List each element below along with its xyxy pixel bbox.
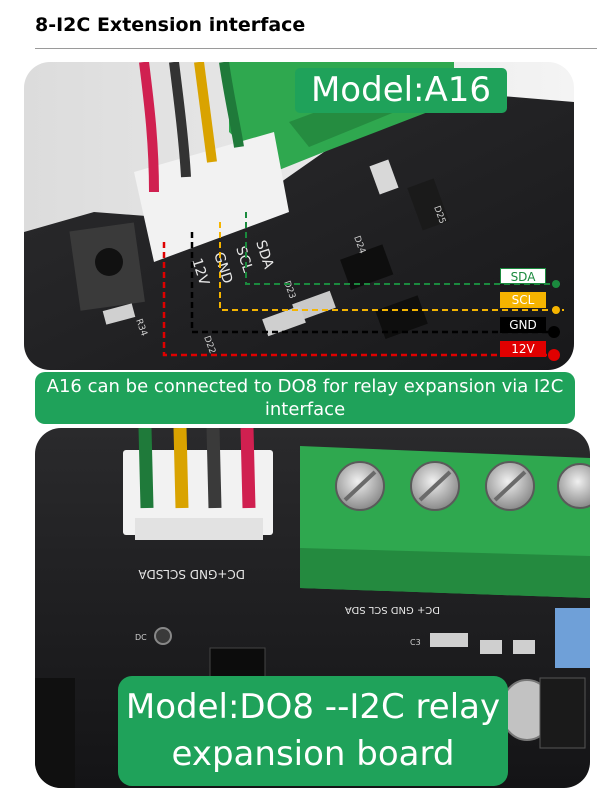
section-heading: 8-I2C Extension interface [35, 14, 306, 36]
silk-terminal-labels: DC+ GND SCL SDA [345, 604, 440, 615]
sda-wire-label: SDA [500, 268, 546, 284]
heading-divider [35, 48, 597, 49]
silk-header-labels: DC+GND SCLSDA [138, 567, 245, 581]
silk-scl: SCL [232, 244, 255, 274]
a16-model-label: Model:A16 [295, 68, 507, 113]
silk-c3: C3 [410, 638, 421, 647]
do8-model-label: Model:DO8 --I2C relay expansion board [118, 676, 508, 786]
do8-model-label-line1: Model:DO8 --I2C relay [125, 687, 501, 727]
12v-wire-label: 12V [500, 341, 546, 357]
connection-caption: A16 can be connected to DO8 for relay ex… [35, 372, 575, 424]
scl-wire-label: SCL [500, 292, 546, 308]
silk-dc: DC [135, 633, 147, 642]
gnd-wire-label: GND [500, 317, 546, 333]
do8-model-label-line2: expansion board [171, 734, 455, 774]
